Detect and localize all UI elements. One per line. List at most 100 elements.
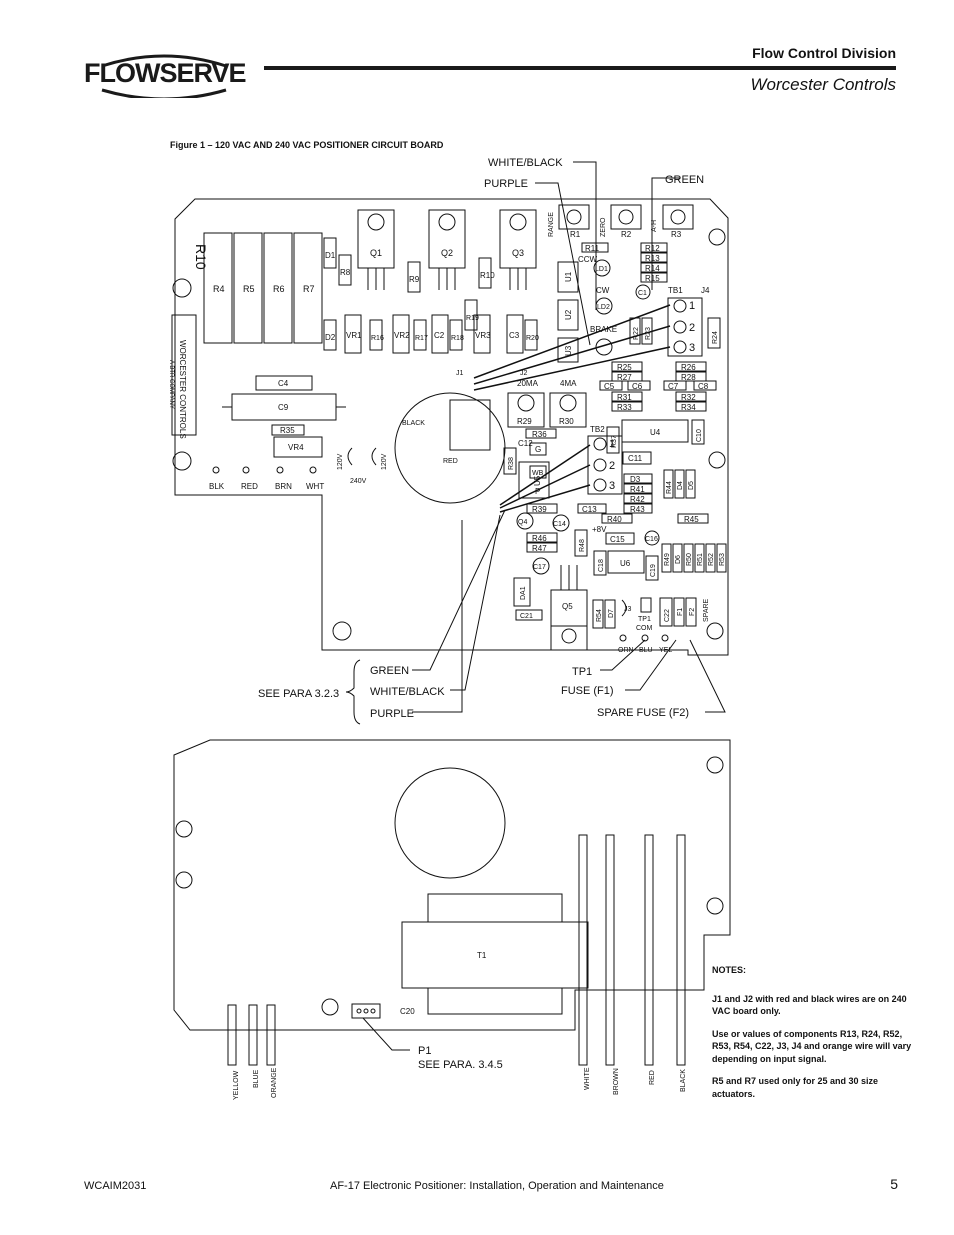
svg-text:R30: R30 <box>559 417 574 426</box>
pot-r2 <box>610 204 642 230</box>
svg-text:DA1: DA1 <box>520 586 527 600</box>
division-title: Flow Control Division <box>752 45 896 61</box>
svg-text:R8: R8 <box>340 268 351 277</box>
svg-text:R18: R18 <box>451 335 464 342</box>
svg-text:RED: RED <box>649 1070 656 1085</box>
svg-text:J3: J3 <box>624 606 632 613</box>
svg-text:BLUE: BLUE <box>253 1069 260 1088</box>
svg-text:R9: R9 <box>409 275 420 284</box>
svg-text:C10: C10 <box>696 429 703 442</box>
logo-text: FLOWSERVE <box>84 58 247 88</box>
svg-text:R49: R49 <box>664 553 671 566</box>
svg-text:BLACK: BLACK <box>402 420 425 427</box>
svg-text:SEE PARA. 3.4.5: SEE PARA. 3.4.5 <box>418 1059 503 1071</box>
svg-text:1: 1 <box>689 300 695 312</box>
svg-text:D1: D1 <box>325 251 336 260</box>
svg-text:R34: R34 <box>681 403 696 412</box>
transformer-t1 <box>401 893 589 1015</box>
diode-d2 <box>323 319 337 351</box>
svg-text:R28: R28 <box>681 373 696 382</box>
vr1 <box>344 314 362 354</box>
svg-text:ORN: ORN <box>618 647 634 654</box>
svg-text:PURPLE: PURPLE <box>484 178 528 190</box>
mount-hole <box>175 871 193 889</box>
svg-text:R1: R1 <box>570 230 581 239</box>
svg-text:C17: C17 <box>533 564 546 571</box>
svg-text:BLK: BLK <box>209 482 225 491</box>
mount-hole <box>321 998 339 1016</box>
mount-hole <box>172 451 192 471</box>
vr4 <box>273 436 323 458</box>
svg-text:P: P <box>535 487 540 496</box>
flowserve-logo: FLOWSERVE <box>84 52 247 98</box>
pot-r30 <box>549 392 587 428</box>
resistor-r5 <box>233 232 263 344</box>
resistor-r10b <box>478 257 492 289</box>
mount-hole <box>175 820 193 838</box>
svg-text:R17: R17 <box>415 335 428 342</box>
svg-text:A-H: A-H <box>651 220 658 232</box>
svg-text:1: 1 <box>609 438 615 450</box>
svg-text:U4: U4 <box>650 428 661 437</box>
svg-text:R23: R23 <box>645 327 652 340</box>
svg-text:+8V: +8V <box>592 525 607 534</box>
svg-text:R14: R14 <box>645 264 660 273</box>
svg-text:J2: J2 <box>520 370 528 377</box>
svg-text:R44: R44 <box>666 481 673 494</box>
svg-text:R35: R35 <box>280 426 295 435</box>
resistor-r18 <box>449 319 463 351</box>
svg-text:C13: C13 <box>582 505 597 514</box>
svg-text:120V: 120V <box>337 453 344 470</box>
svg-text:R19: R19 <box>466 315 479 322</box>
svg-text:Q4: Q4 <box>518 519 527 526</box>
ic-u4 <box>621 419 689 443</box>
svg-text:R29: R29 <box>517 417 532 426</box>
resistor-r7 <box>293 232 323 344</box>
svg-text:SPARE FUSE (F2): SPARE FUSE (F2) <box>597 707 689 719</box>
svg-text:YEL: YEL <box>659 647 672 654</box>
svg-text:R37: R37 <box>611 435 618 448</box>
page-number: 5 <box>890 1176 898 1192</box>
svg-text:U3: U3 <box>564 345 573 356</box>
upper-board-outline <box>174 198 729 656</box>
svg-text:R42: R42 <box>630 495 645 504</box>
svg-text:F2: F2 <box>689 608 696 616</box>
svg-text:C1: C1 <box>638 290 647 297</box>
svg-text:240V: 240V <box>350 478 367 485</box>
svg-text:U1: U1 <box>564 271 573 282</box>
svg-text:C8: C8 <box>698 382 709 391</box>
svg-text:R25: R25 <box>617 363 632 372</box>
svg-text:RED: RED <box>241 482 258 491</box>
pot-r1 <box>558 204 590 230</box>
svg-text:D4: D4 <box>677 481 684 490</box>
svg-text:3: 3 <box>689 342 695 354</box>
svg-text:U6: U6 <box>620 559 631 568</box>
svg-text:4MA: 4MA <box>560 379 577 388</box>
svg-text:CCW: CCW <box>578 255 598 264</box>
resistor-r8 <box>338 254 352 286</box>
svg-text:C16: C16 <box>645 536 658 543</box>
svg-text:Q5: Q5 <box>562 602 573 611</box>
header-rule <box>264 66 896 70</box>
svg-text:R26: R26 <box>681 363 696 372</box>
svg-text:R3: R3 <box>671 230 682 239</box>
svg-text:C6: C6 <box>632 382 643 391</box>
svg-text:R15: R15 <box>645 274 660 283</box>
svg-text:R54: R54 <box>596 609 603 622</box>
vr2 <box>392 314 410 354</box>
svg-text:R27: R27 <box>617 373 632 382</box>
note-item: R5 and R7 used only for 25 and 30 size a… <box>712 1076 879 1099</box>
svg-text:R43: R43 <box>630 505 645 514</box>
resistor-r35 <box>271 424 305 436</box>
svg-text:PURPLE: PURPLE <box>370 708 414 720</box>
svg-text:C3: C3 <box>509 331 520 340</box>
doc-title: AF-17 Electronic Positioner: Installatio… <box>330 1180 664 1192</box>
svg-text:R52: R52 <box>708 553 715 566</box>
svg-text:T1: T1 <box>477 951 487 960</box>
svg-text:R10: R10 <box>480 271 495 280</box>
svg-text:C7: C7 <box>668 382 679 391</box>
resistor-r9 <box>407 261 421 293</box>
svg-text:2: 2 <box>689 322 695 334</box>
svg-text:GREEN: GREEN <box>370 665 409 677</box>
svg-text:R4: R4 <box>213 284 225 294</box>
